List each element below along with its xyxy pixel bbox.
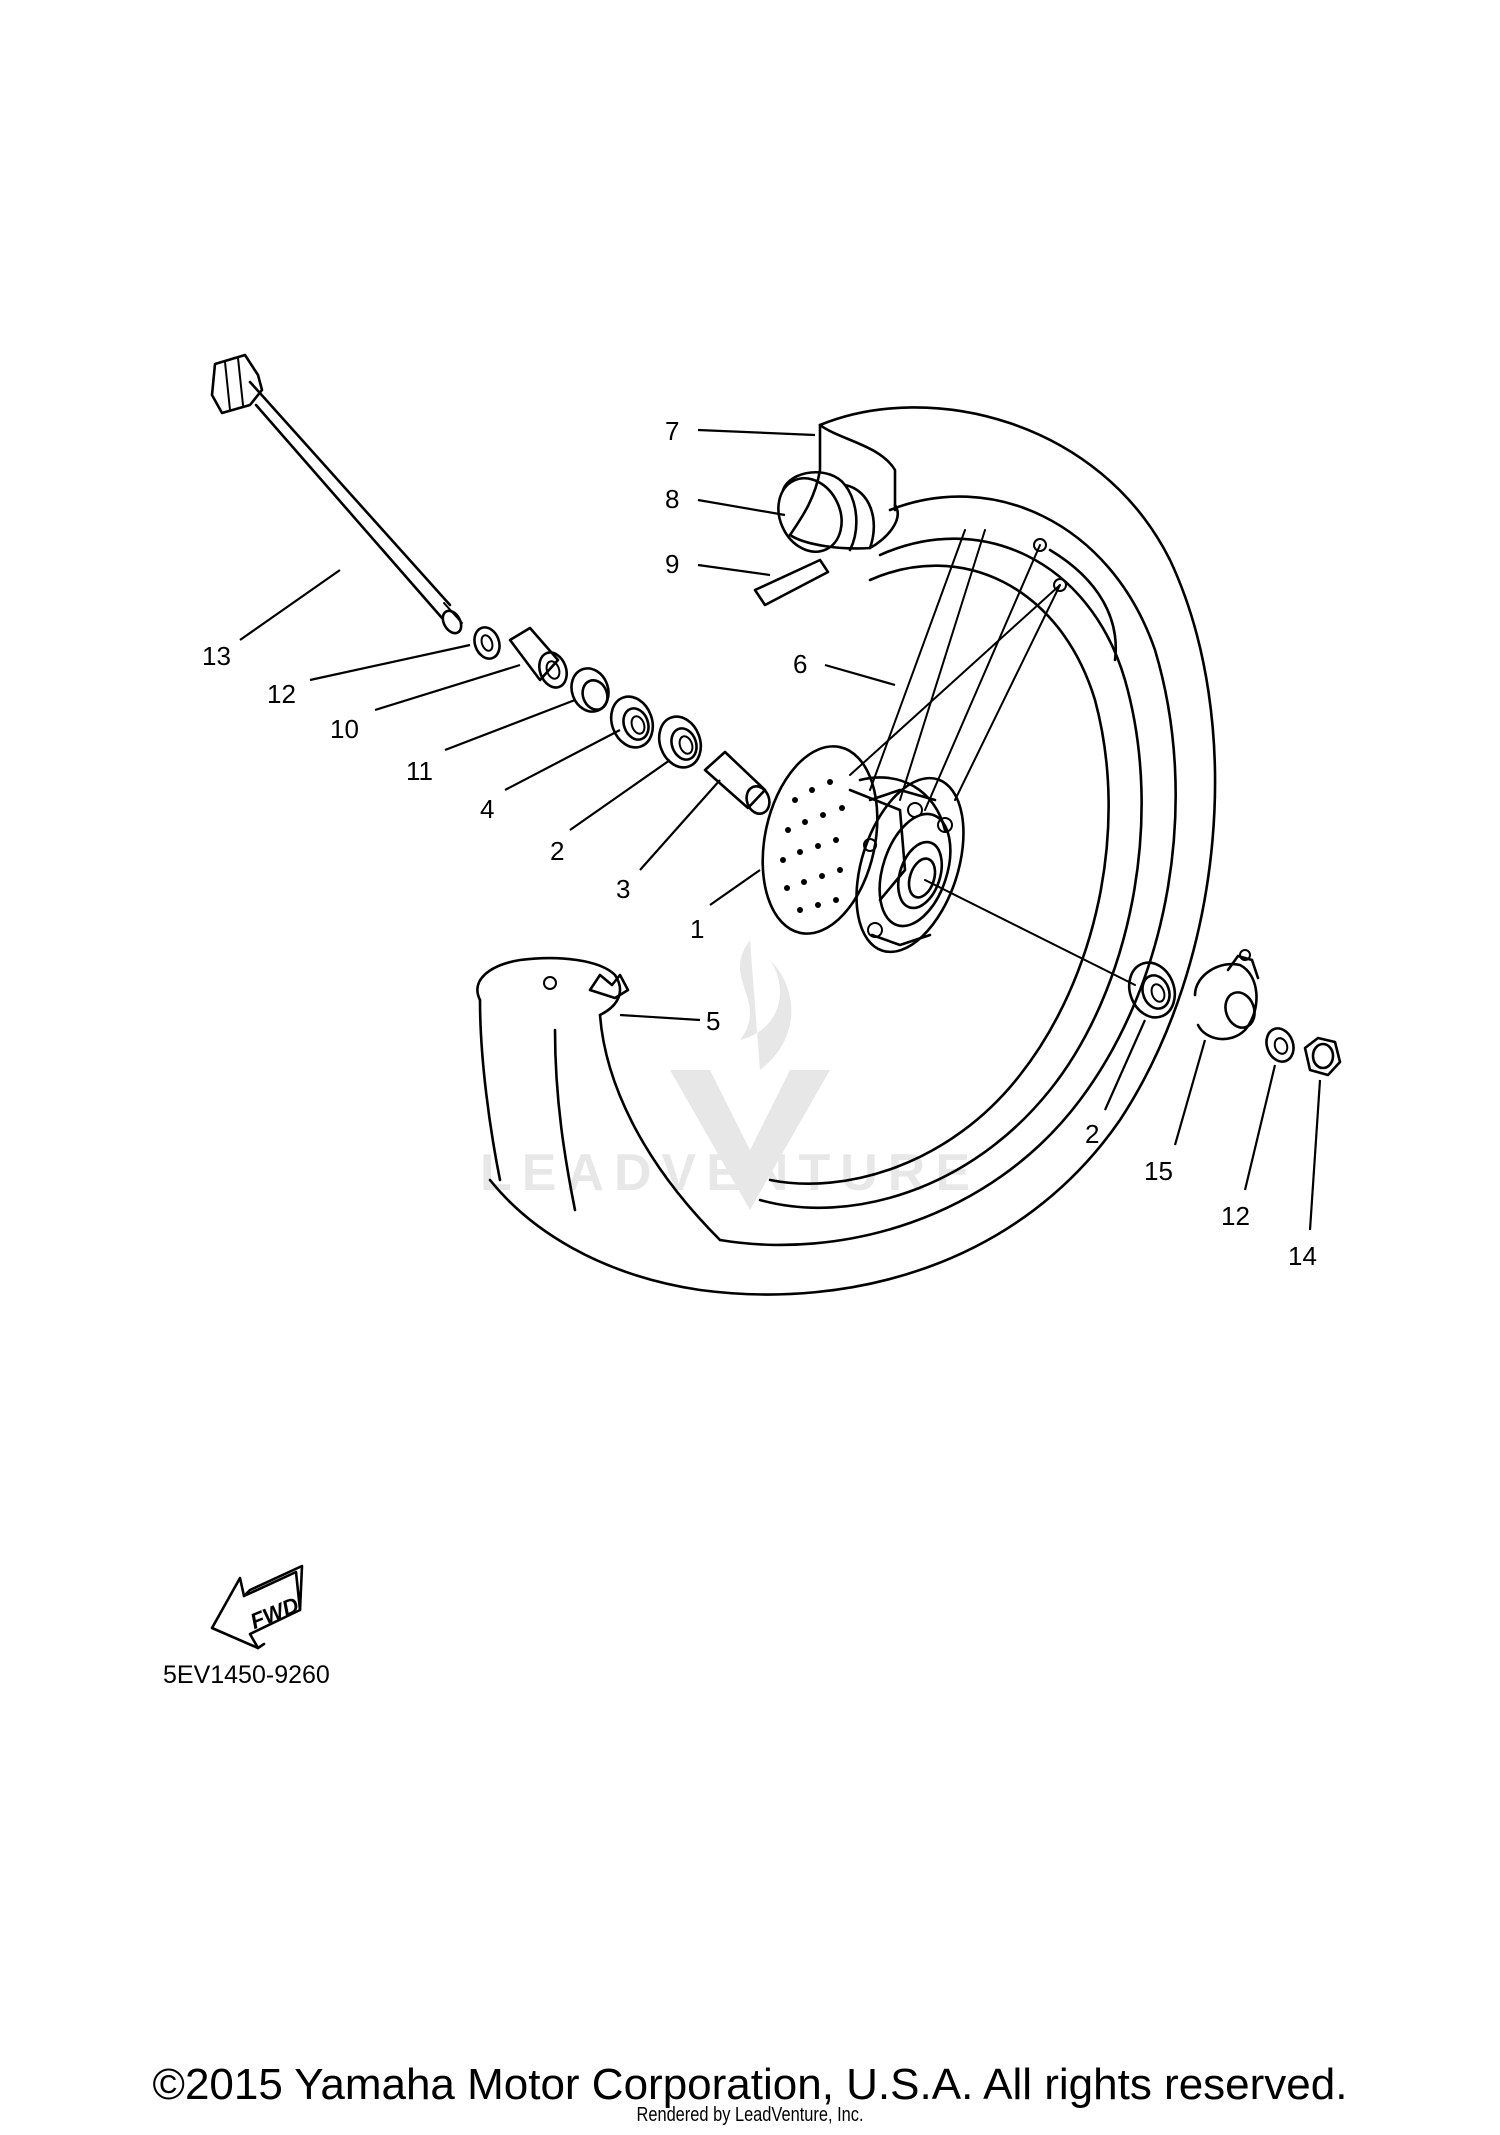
callout-13: 13 <box>202 641 231 671</box>
callout-3: 3 <box>616 874 630 904</box>
callout-7: 7 <box>665 416 679 446</box>
callout-5: 5 <box>706 1006 720 1036</box>
fwd-label: FWD <box>247 1592 303 1634</box>
rim-band-drawing <box>753 558 830 607</box>
callout-11: 11 <box>406 756 433 786</box>
leadventure-watermark: LEADVENTURE <box>480 940 980 1210</box>
callout-9: 9 <box>665 549 679 579</box>
callout-2-left: 2 <box>550 836 564 866</box>
callout-10: 10 <box>330 714 359 744</box>
copyright-notice: ©2015 Yamaha Motor Corporation, U.S.A. A… <box>152 2060 1348 2109</box>
diagram-code: 5EV1450-9260 <box>163 1661 330 1689</box>
spokes-drawing <box>849 529 1067 811</box>
tube-drawing <box>777 471 876 553</box>
callout-6: 6 <box>793 649 807 679</box>
callout-15: 15 <box>1144 1156 1173 1186</box>
axle-drawing <box>210 353 463 635</box>
callout-labels: 7 8 9 6 13 12 10 11 4 2 3 1 5 2 15 12 14 <box>202 416 1317 1271</box>
watermark-text: LEADVENTURE <box>480 1144 980 1202</box>
callout-8: 8 <box>665 484 679 514</box>
left-side-parts <box>473 626 771 815</box>
callout-1: 1 <box>690 914 704 944</box>
valve-drawing <box>543 973 630 1000</box>
callout-12-left: 12 <box>267 679 296 709</box>
rendered-by-notice: Rendered by LeadVenture, Inc. <box>636 2104 864 2126</box>
callout-2-right: 2 <box>1085 1119 1099 1149</box>
fwd-arrow-icon: FWD <box>210 1564 304 1650</box>
callout-14: 14 <box>1288 1241 1317 1271</box>
callout-12-right: 12 <box>1221 1201 1250 1231</box>
callout-4: 4 <box>480 794 494 824</box>
hub-drawing <box>761 745 965 954</box>
axle-centerline <box>924 879 1136 986</box>
right-side-parts <box>1127 949 1342 1077</box>
leader-lines <box>239 428 1322 1231</box>
